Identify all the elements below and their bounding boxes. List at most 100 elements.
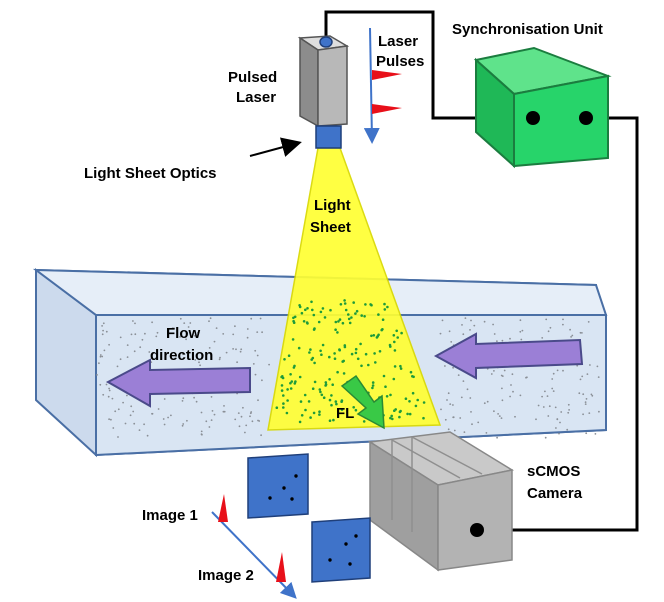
seeding-particle [541,395,543,398]
light-sheet-label-1: Light [314,197,351,214]
illuminated-particle [311,387,315,391]
illuminated-particle [340,399,344,402]
seeding-particle [570,336,572,338]
sync-port-1-icon [526,111,540,125]
optics-pointer-arrow [249,137,302,157]
seeding-particle [144,332,146,335]
seeding-particle [245,424,248,427]
seeding-particle [219,356,221,359]
illuminated-particle [367,363,370,367]
seeding-particle [547,330,550,333]
illuminated-particle [355,309,359,313]
seeding-particle [111,397,114,400]
illuminated-particle [394,408,398,411]
seeding-particle [134,322,136,325]
seeding-particle [210,419,213,421]
seeding-particle [238,425,241,428]
seeding-particle [101,333,104,336]
seeding-particle [187,326,190,328]
seeding-particle [112,427,115,429]
seeding-particle [225,351,228,354]
illuminated-particle [388,343,392,347]
seeding-particle [521,329,524,332]
seeding-particle [549,326,552,329]
illuminated-particle [305,321,309,324]
seeding-particle [594,433,597,435]
illuminated-particle [318,410,321,414]
seeding-particle [213,340,216,343]
illuminated-particle [329,308,332,312]
illuminated-particle [320,353,323,357]
flow-direction-label-2: direction [150,347,213,364]
seeding-particle [598,410,600,413]
seeding-particle [444,418,447,421]
illuminated-particle [300,414,304,417]
seeding-particle [189,322,192,324]
seeding-particle [163,398,166,400]
laser-port-icon [319,36,333,48]
illuminated-particle [291,338,295,341]
illuminated-particle [289,373,292,376]
seeding-particle [546,395,549,397]
seeding-particle [208,347,211,349]
seeding-particle [562,318,564,321]
seeding-particle [102,393,105,396]
pulsed-laser-label-1: Pulsed [228,69,277,86]
illuminated-particle [283,358,286,361]
seeding-particle [250,317,253,320]
seeding-particle [585,432,588,435]
seeding-particle [208,320,210,323]
illuminated-particle [374,361,377,364]
seeding-particle [477,421,480,424]
illuminated-particle [373,352,376,355]
illuminated-particle [376,335,380,338]
illuminated-particle [343,299,346,302]
illuminated-particle [399,367,403,370]
seeding-particle [242,406,244,409]
seeding-particle [200,430,203,433]
seeding-particle [130,333,133,336]
illuminated-particle [321,343,325,347]
seeding-particle [99,383,102,386]
seeding-particle [132,410,135,413]
seeding-particle [470,319,472,322]
seeding-particle [556,369,559,372]
seeding-particle [586,373,589,375]
seeding-particle [249,415,251,418]
illuminated-particle [286,388,289,391]
seeding-particle [542,406,545,408]
illuminated-particle [339,303,343,306]
illuminated-particle [354,347,358,351]
illuminated-particle [306,307,309,310]
image-pulse-1 [218,494,228,522]
illuminated-particle [393,365,397,368]
illuminated-particle [338,348,342,352]
seeding-particle [447,428,450,431]
seeding-particle [579,378,582,381]
seeding-particle [560,411,563,413]
illuminated-particle [313,361,316,365]
illuminated-particle [348,321,352,325]
seeding-particle [105,383,108,386]
illuminated-particle [398,415,401,419]
seeding-particle [234,325,236,328]
seeding-particle [210,396,213,398]
seeding-particle [562,369,564,372]
illuminated-particle [408,412,412,416]
seeding-particle [157,408,160,410]
illuminated-particle [350,316,353,319]
seeding-particle [151,321,154,324]
seeding-particle [117,436,119,438]
fl-arrow [340,374,385,430]
seeding-particle [501,387,503,390]
seeding-particle [256,354,259,357]
illuminated-particle [338,318,342,321]
illuminated-particle [337,320,340,323]
illuminated-particle [382,374,386,378]
seeding-particle [493,370,495,372]
seeding-particle [186,419,188,422]
seeding-particle [568,409,570,411]
seeding-particle [252,363,255,365]
seeding-particle [511,373,514,376]
